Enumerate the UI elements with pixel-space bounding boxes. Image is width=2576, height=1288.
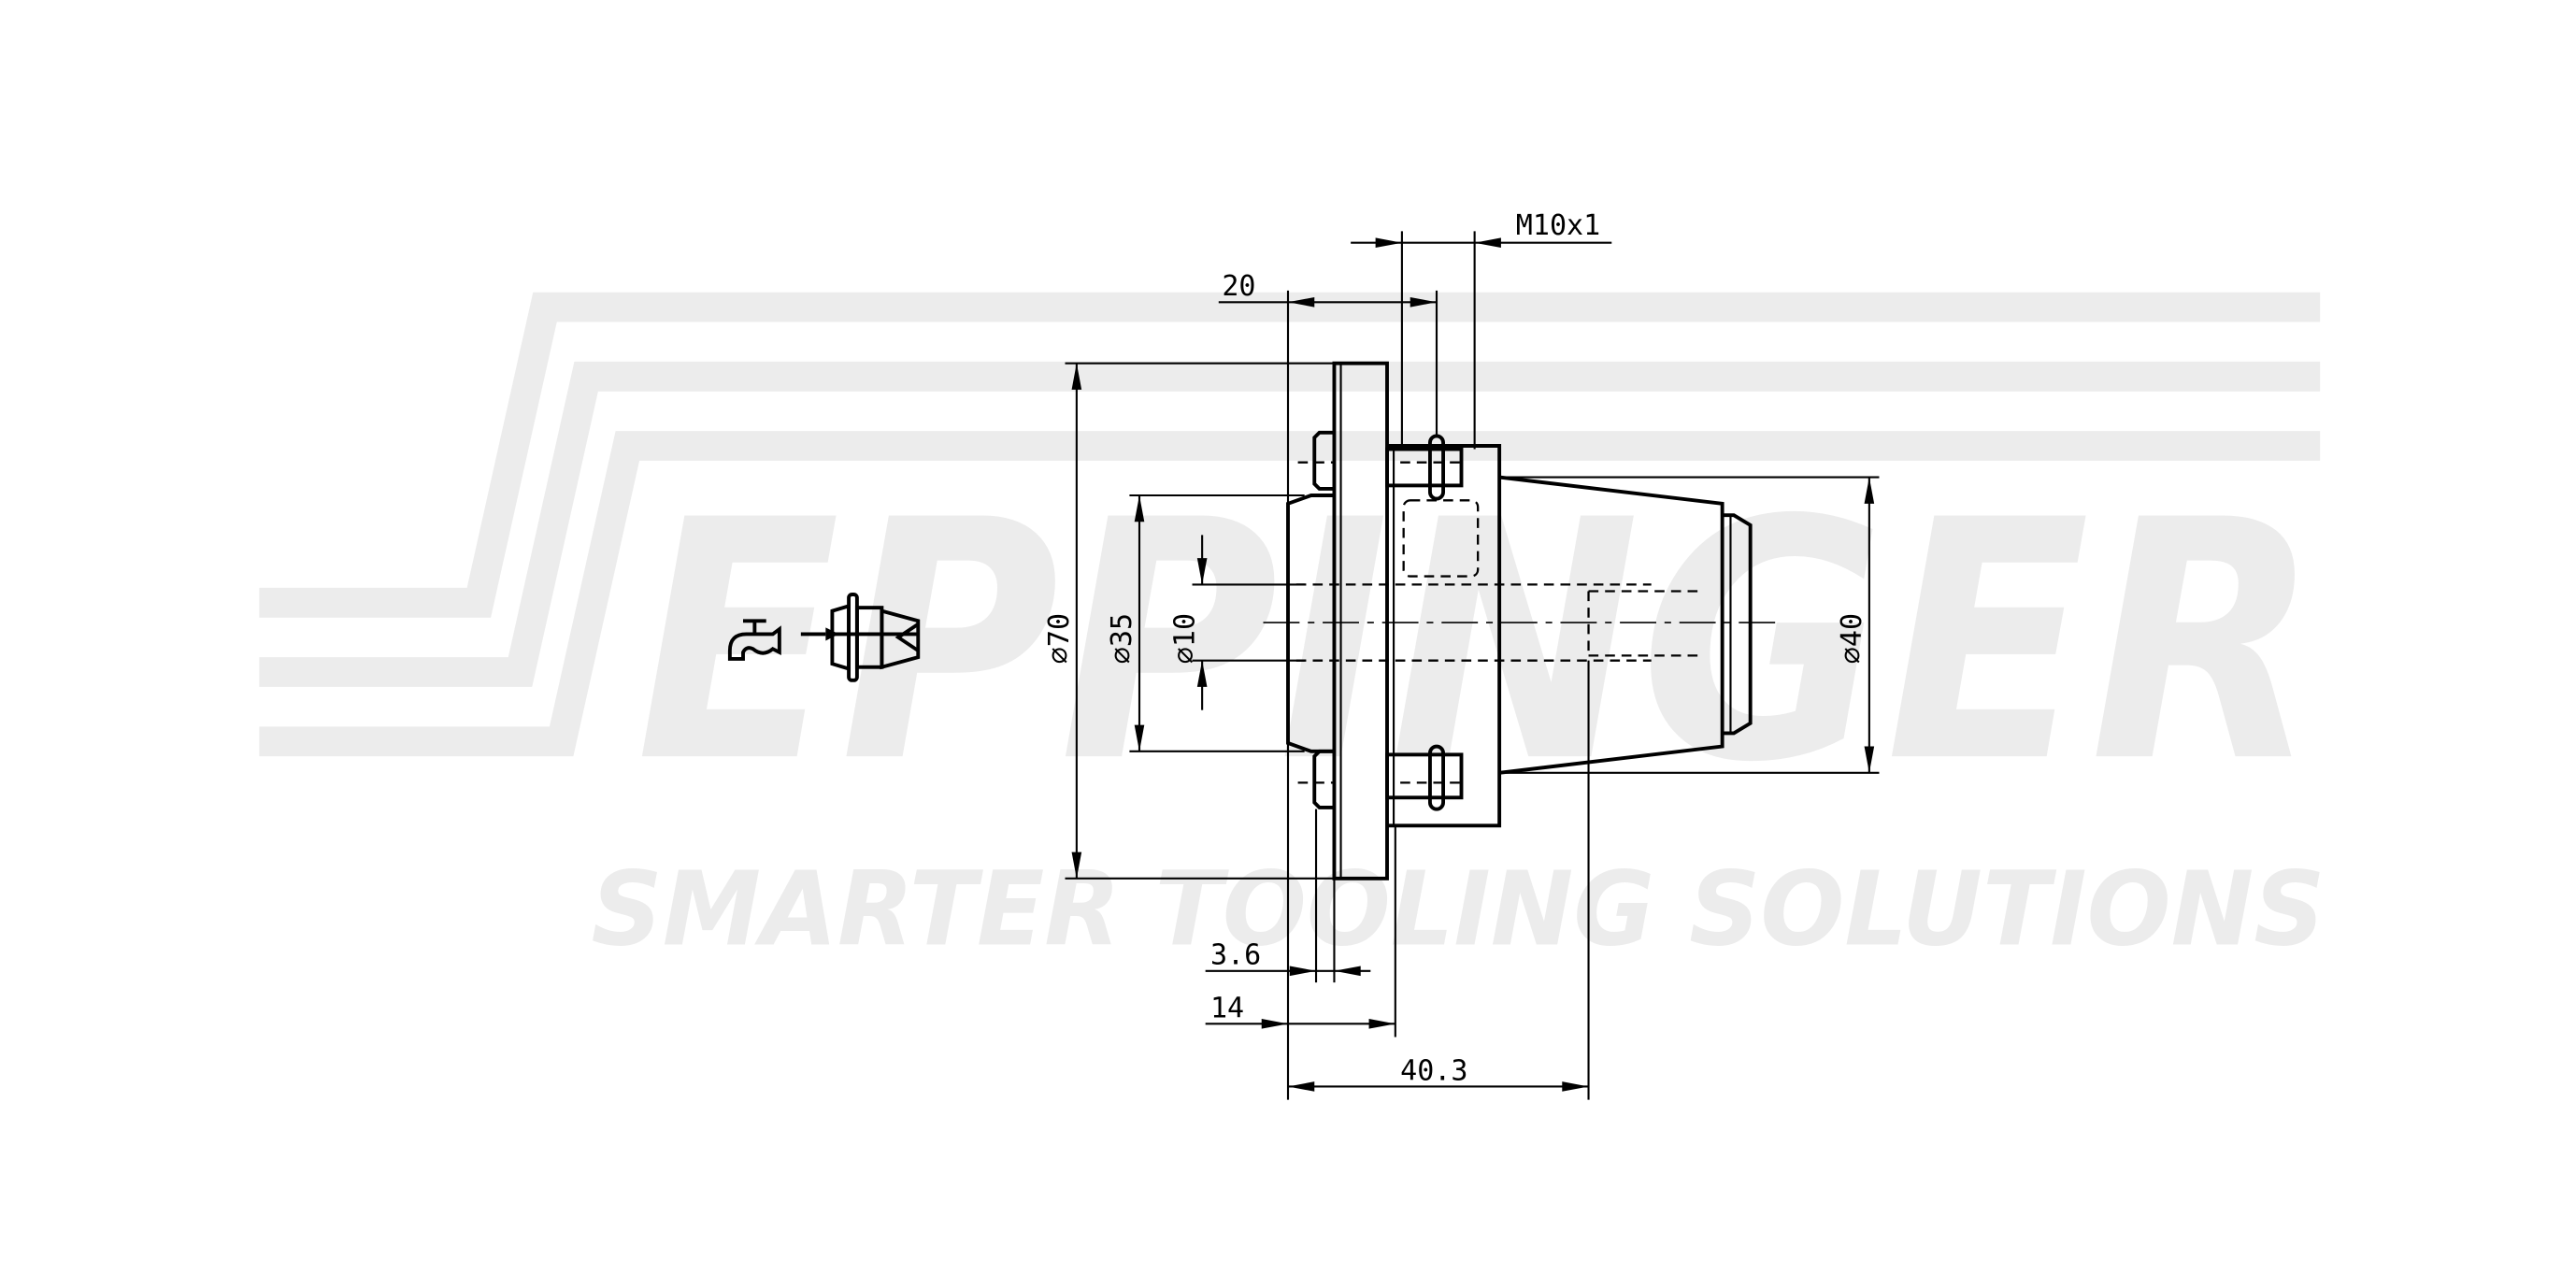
dim-dia-70: ⌀70	[1043, 613, 1076, 664]
dim-thread: M10x1	[1516, 209, 1600, 242]
part-outline	[1263, 361, 1781, 880]
dim-20: 20	[1222, 270, 1255, 303]
watermark-tagline: SMARTER TOOLING SOLUTIONS	[591, 850, 2325, 969]
dim-dia-40: ⌀40	[1836, 613, 1868, 664]
dimension-labels: ⌀70 ⌀35 ⌀10 ⌀40 20 M10x1 3.6 14 40.3	[1043, 209, 1868, 1088]
dim-3-6: 3.6	[1210, 939, 1261, 972]
watermark-logo: EPPINGER SMARTER TOOLING SOLUTIONS	[259, 292, 2325, 969]
tool-holder-icon	[830, 593, 921, 682]
dim-14: 14	[1210, 992, 1244, 1024]
water-tap-icon	[727, 619, 781, 661]
dim-dia-10: ⌀10	[1168, 613, 1201, 664]
dim-dia-35: ⌀35	[1106, 613, 1138, 664]
dimension-arrows	[1071, 237, 1875, 1092]
dim-40-3: 40.3	[1400, 1054, 1467, 1087]
